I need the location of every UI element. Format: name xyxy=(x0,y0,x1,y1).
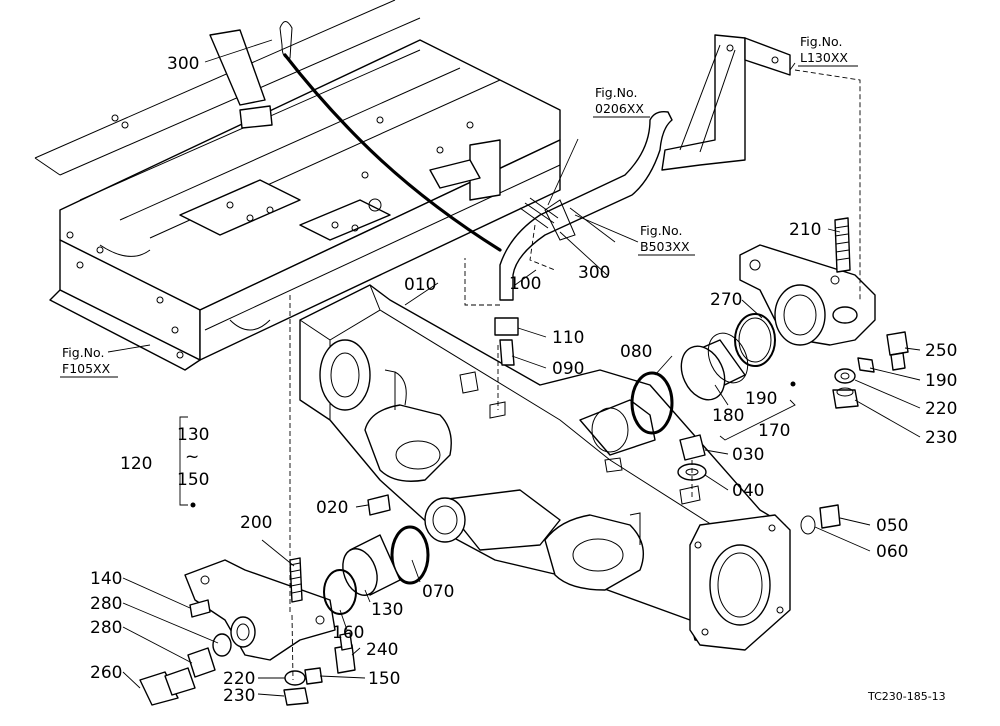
label-280-text: 280 xyxy=(90,618,122,638)
drawing-code: TC230-185-13 xyxy=(867,690,946,703)
main-housing xyxy=(299,284,791,651)
label-090: 090 xyxy=(552,359,584,379)
axle-bracket xyxy=(739,244,876,346)
label-290: 280 xyxy=(90,594,122,614)
label-150: 150 xyxy=(368,669,400,689)
part-labels: 300 010 210 270 250 190 220 230 080 180 … xyxy=(90,54,957,706)
cable-loop xyxy=(279,21,293,59)
label-100: 100 xyxy=(509,274,541,294)
label-130-lower: 130 xyxy=(371,600,403,620)
label-210: 210 xyxy=(789,220,821,240)
cable xyxy=(283,53,502,252)
left-bracket xyxy=(184,559,336,661)
frame-assembly xyxy=(34,0,561,371)
label-range-from: 130 xyxy=(177,425,209,445)
fig-ref-0206-label: Fig.No. xyxy=(595,85,637,100)
label-300-top: 300 xyxy=(167,54,199,74)
label-110: 110 xyxy=(552,328,584,348)
label-020: 020 xyxy=(316,498,348,518)
label-070: 070 xyxy=(422,582,454,602)
label-230-right: 230 xyxy=(925,428,957,448)
fig-ref-l130-code: L130XX xyxy=(800,50,848,65)
label-140: 140 xyxy=(90,569,122,589)
label-range-tilde: ~ xyxy=(185,447,199,467)
label-060: 060 xyxy=(876,542,908,562)
label-190-right: 190 xyxy=(925,371,957,391)
leader-lines xyxy=(107,39,921,697)
label-120: 120 xyxy=(120,454,152,474)
fig-ref-f105-code: F105XX xyxy=(62,361,111,376)
fig-ref-l130-label: Fig.No. xyxy=(800,34,842,49)
label-190-group: 190 xyxy=(745,389,777,409)
label-200: 200 xyxy=(240,513,272,533)
label-range-to: 150 xyxy=(177,470,209,490)
fig-ref-0206-code: 0206XX xyxy=(595,101,644,116)
label-240: 240 xyxy=(366,640,398,660)
label-080: 080 xyxy=(620,342,652,362)
label-220-left: 220 xyxy=(223,669,255,689)
label-300-right: 300 xyxy=(578,263,610,283)
label-170: 170 xyxy=(758,421,790,441)
label-040: 040 xyxy=(732,481,764,501)
small-parts xyxy=(139,217,909,706)
bracket-assembly xyxy=(661,34,791,171)
figure-references: Fig.No. L130XX Fig.No. 0206XX Fig.No. B5… xyxy=(60,34,858,378)
label-230-left: 230 xyxy=(223,686,255,706)
fig-ref-b503-label: Fig.No. xyxy=(640,223,682,238)
hose-assembly xyxy=(499,110,673,301)
fig-ref-f105-label: Fig.No. xyxy=(62,345,104,360)
label-180: 180 xyxy=(712,406,744,426)
label-160: 160 xyxy=(332,623,364,643)
label-270: 270 xyxy=(710,290,742,310)
label-010: 010 xyxy=(404,275,436,295)
label-220-right: 220 xyxy=(925,399,957,419)
label-030: 030 xyxy=(732,445,764,465)
label-250: 250 xyxy=(925,341,957,361)
label-050: 050 xyxy=(876,516,908,536)
fig-ref-b503-code: B503XX xyxy=(640,239,690,254)
label-260: 260 xyxy=(90,663,122,683)
